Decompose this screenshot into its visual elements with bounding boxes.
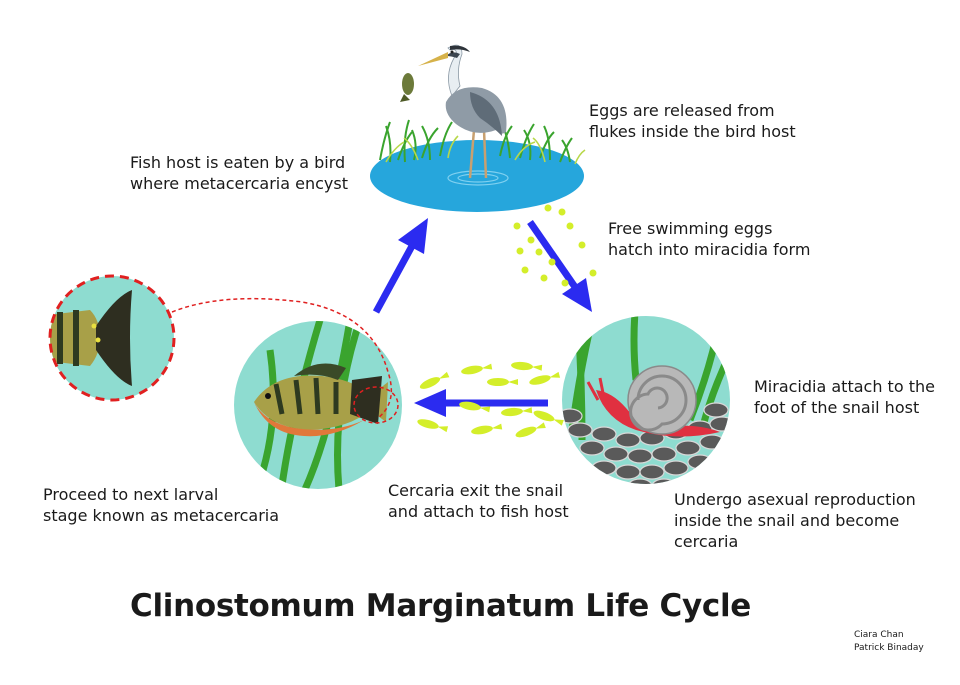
- free-swimming-eggs: [513, 204, 597, 287]
- pond-grass-light: [385, 135, 586, 165]
- caption-eggs-released: Eggs are released from flukes inside the…: [589, 101, 796, 141]
- cercaria-larvae: [417, 361, 564, 438]
- caught-fish-icon: [400, 73, 414, 102]
- credits: Ciara Chan Patrick Binaday: [854, 630, 924, 653]
- caption-miracidia-attach: Miracidia attach to the foot of the snai…: [754, 377, 935, 417]
- fish-scene: [234, 321, 402, 489]
- heron-icon: [418, 44, 507, 179]
- pond-grass: [379, 119, 573, 163]
- snail-scene: [562, 316, 730, 484]
- caption-fish-eaten: Fish host is eaten by a bird where metac…: [130, 153, 348, 193]
- arrow-up-right: [372, 218, 428, 314]
- caption-cercaria-exit: Cercaria exit the snail and attach to fi…: [388, 481, 569, 521]
- caption-eggs-hatch: Free swimming eggs hatch into miracidia …: [608, 219, 811, 259]
- fish-tail-zoom: [48, 274, 399, 424]
- caption-metacercaria: Proceed to next larval stage known as me…: [43, 485, 280, 525]
- arrow-left: [414, 389, 548, 417]
- fish-icon: [254, 363, 388, 437]
- snail-icon: [586, 365, 720, 437]
- arrow-down-right: [527, 220, 592, 312]
- caption-asexual-reproduction: Undergo asexual reproduction inside the …: [674, 490, 916, 551]
- pond-ripples: [447, 170, 509, 186]
- bird-pond-scene: [370, 44, 586, 212]
- diagram-title: Clinostomum Marginatum Life Cycle: [130, 588, 752, 624]
